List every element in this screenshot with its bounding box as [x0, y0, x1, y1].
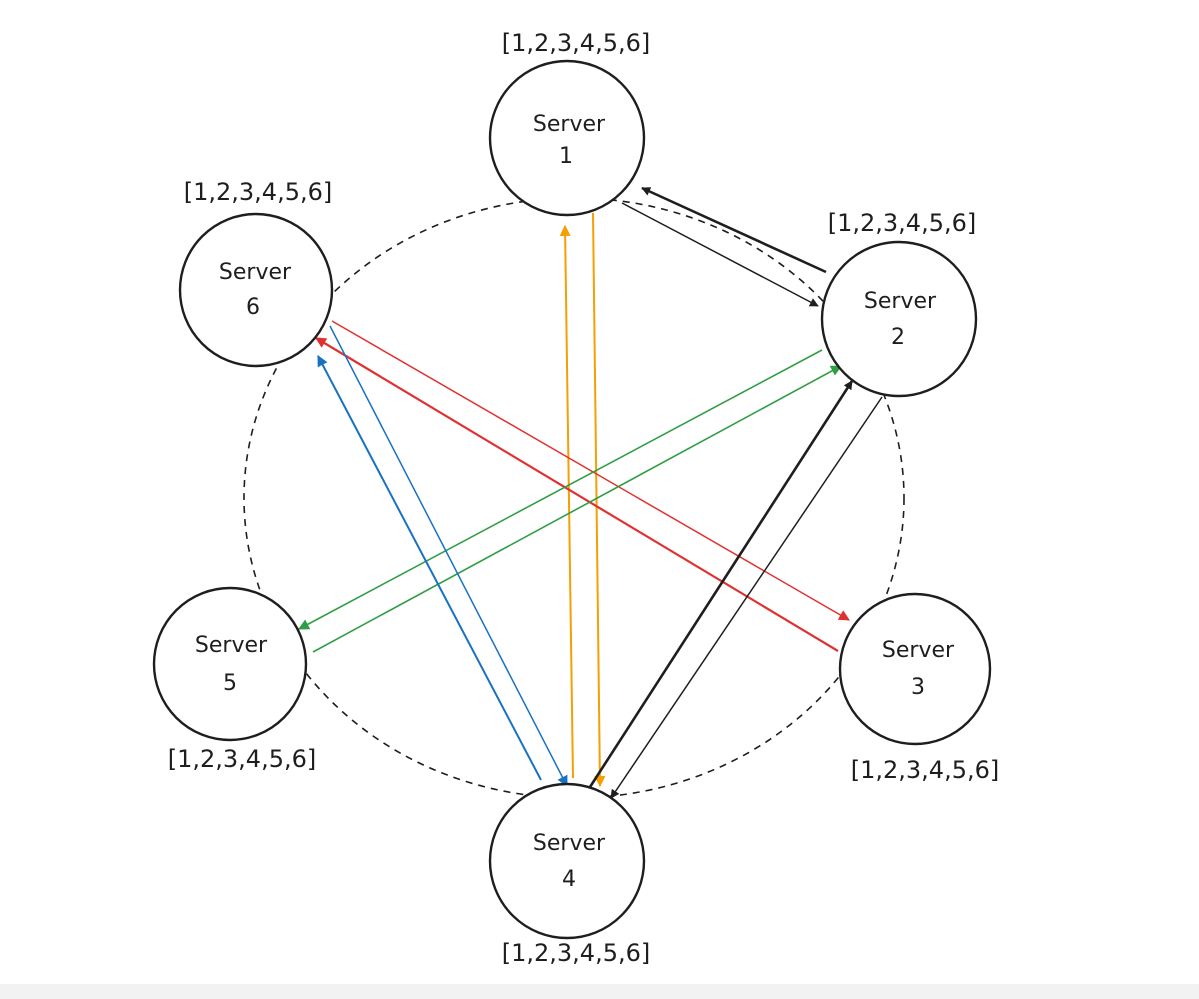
server-4-node: Server 4 [1,2,3,4,5,6]	[488, 782, 651, 967]
arrow-server1-to-server4	[592, 212, 606, 788]
server-6-node: Server 6 [1,2,3,4,5,6]	[178, 178, 334, 368]
arrow-server2-to-server4	[610, 396, 883, 799]
server-2-name: Server	[864, 289, 937, 314]
server-2-number: 2	[891, 325, 905, 350]
arrow-server5-to-server2	[312, 365, 842, 653]
server-4-list: [1,2,3,4,5,6]	[502, 939, 651, 967]
arrow-server1-to-server2	[621, 202, 819, 307]
server-4-number: 4	[562, 867, 576, 892]
arrow-server4-to-server1	[559, 224, 574, 779]
arrow-server4-to-server6	[317, 355, 542, 781]
server-3-number: 3	[911, 675, 925, 700]
arrow-server6-to-server4	[329, 325, 568, 787]
server-5-name: Server	[195, 633, 268, 658]
arrow-server3-to-server6	[315, 337, 839, 652]
bottom-strip	[0, 984, 1199, 999]
ring-dashed-circle	[243, 197, 905, 799]
server-1-name: Server	[533, 112, 606, 137]
server-2-list: [1,2,3,4,5,6]	[828, 209, 977, 237]
arrow-server2-to-server1	[641, 186, 827, 274]
connection-arrows	[298, 186, 883, 799]
server-5-number: 5	[223, 671, 237, 696]
server-3-list: [1,2,3,4,5,6]	[851, 756, 1000, 784]
server-5-node: Server 5 [1,2,3,4,5,6]	[152, 586, 317, 773]
server-6-name: Server	[219, 260, 292, 285]
server-6-number: 6	[246, 295, 260, 320]
server-5-list: [1,2,3,4,5,6]	[168, 745, 317, 773]
arrow-server6-to-server3	[331, 320, 850, 621]
server-3-node: Server 3 [1,2,3,4,5,6]	[838, 592, 1000, 784]
server-6-list: [1,2,3,4,5,6]	[184, 178, 333, 206]
server-1-number: 1	[559, 144, 573, 169]
server-3-name: Server	[882, 638, 955, 663]
server-1-node: Server 1 [1,2,3,4,5,6]	[488, 29, 651, 217]
server-4-name: Server	[533, 831, 606, 856]
server-2-node: Server 2 [1,2,3,4,5,6]	[820, 209, 978, 398]
server-1-list: [1,2,3,4,5,6]	[502, 29, 651, 57]
arrow-server4-to-server2	[588, 380, 854, 788]
arrow-server2-to-server5	[298, 349, 823, 630]
